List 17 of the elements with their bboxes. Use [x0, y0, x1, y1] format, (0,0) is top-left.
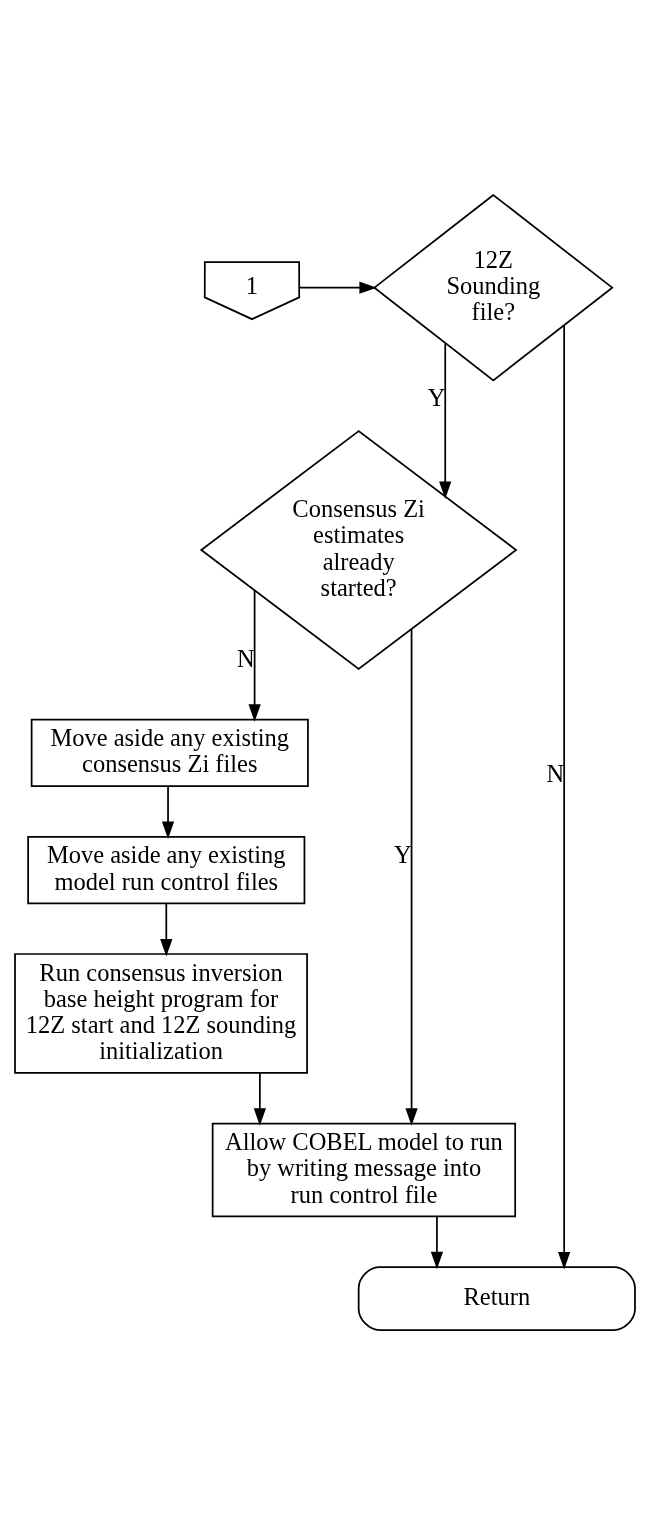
- arrow: [430, 1215, 444, 1270]
- arrow: [405, 628, 418, 1126]
- arrow: [558, 324, 571, 1270]
- arrow: [248, 589, 261, 722]
- edge-label: Y: [393, 840, 412, 868]
- node-diamond: 12Z Sounding file?: [373, 193, 614, 382]
- arrow: [160, 902, 173, 957]
- arrow: [161, 785, 175, 839]
- node-box: Move aside any existing model run control files: [27, 835, 306, 905]
- node-box: Return: [357, 1266, 636, 1331]
- edge-label: N: [237, 645, 255, 673]
- node-box: Move aside any existing consensus Zi files: [30, 718, 309, 787]
- arrow: [253, 1072, 266, 1126]
- arrow: [439, 342, 452, 499]
- node-box: Run consensus inversion base height program for 12Z start and 12Z sounding initialization: [14, 953, 308, 1074]
- arrow: [298, 281, 377, 294]
- node-box: Allow COBEL model to run by writing message into run control file: [211, 1122, 517, 1218]
